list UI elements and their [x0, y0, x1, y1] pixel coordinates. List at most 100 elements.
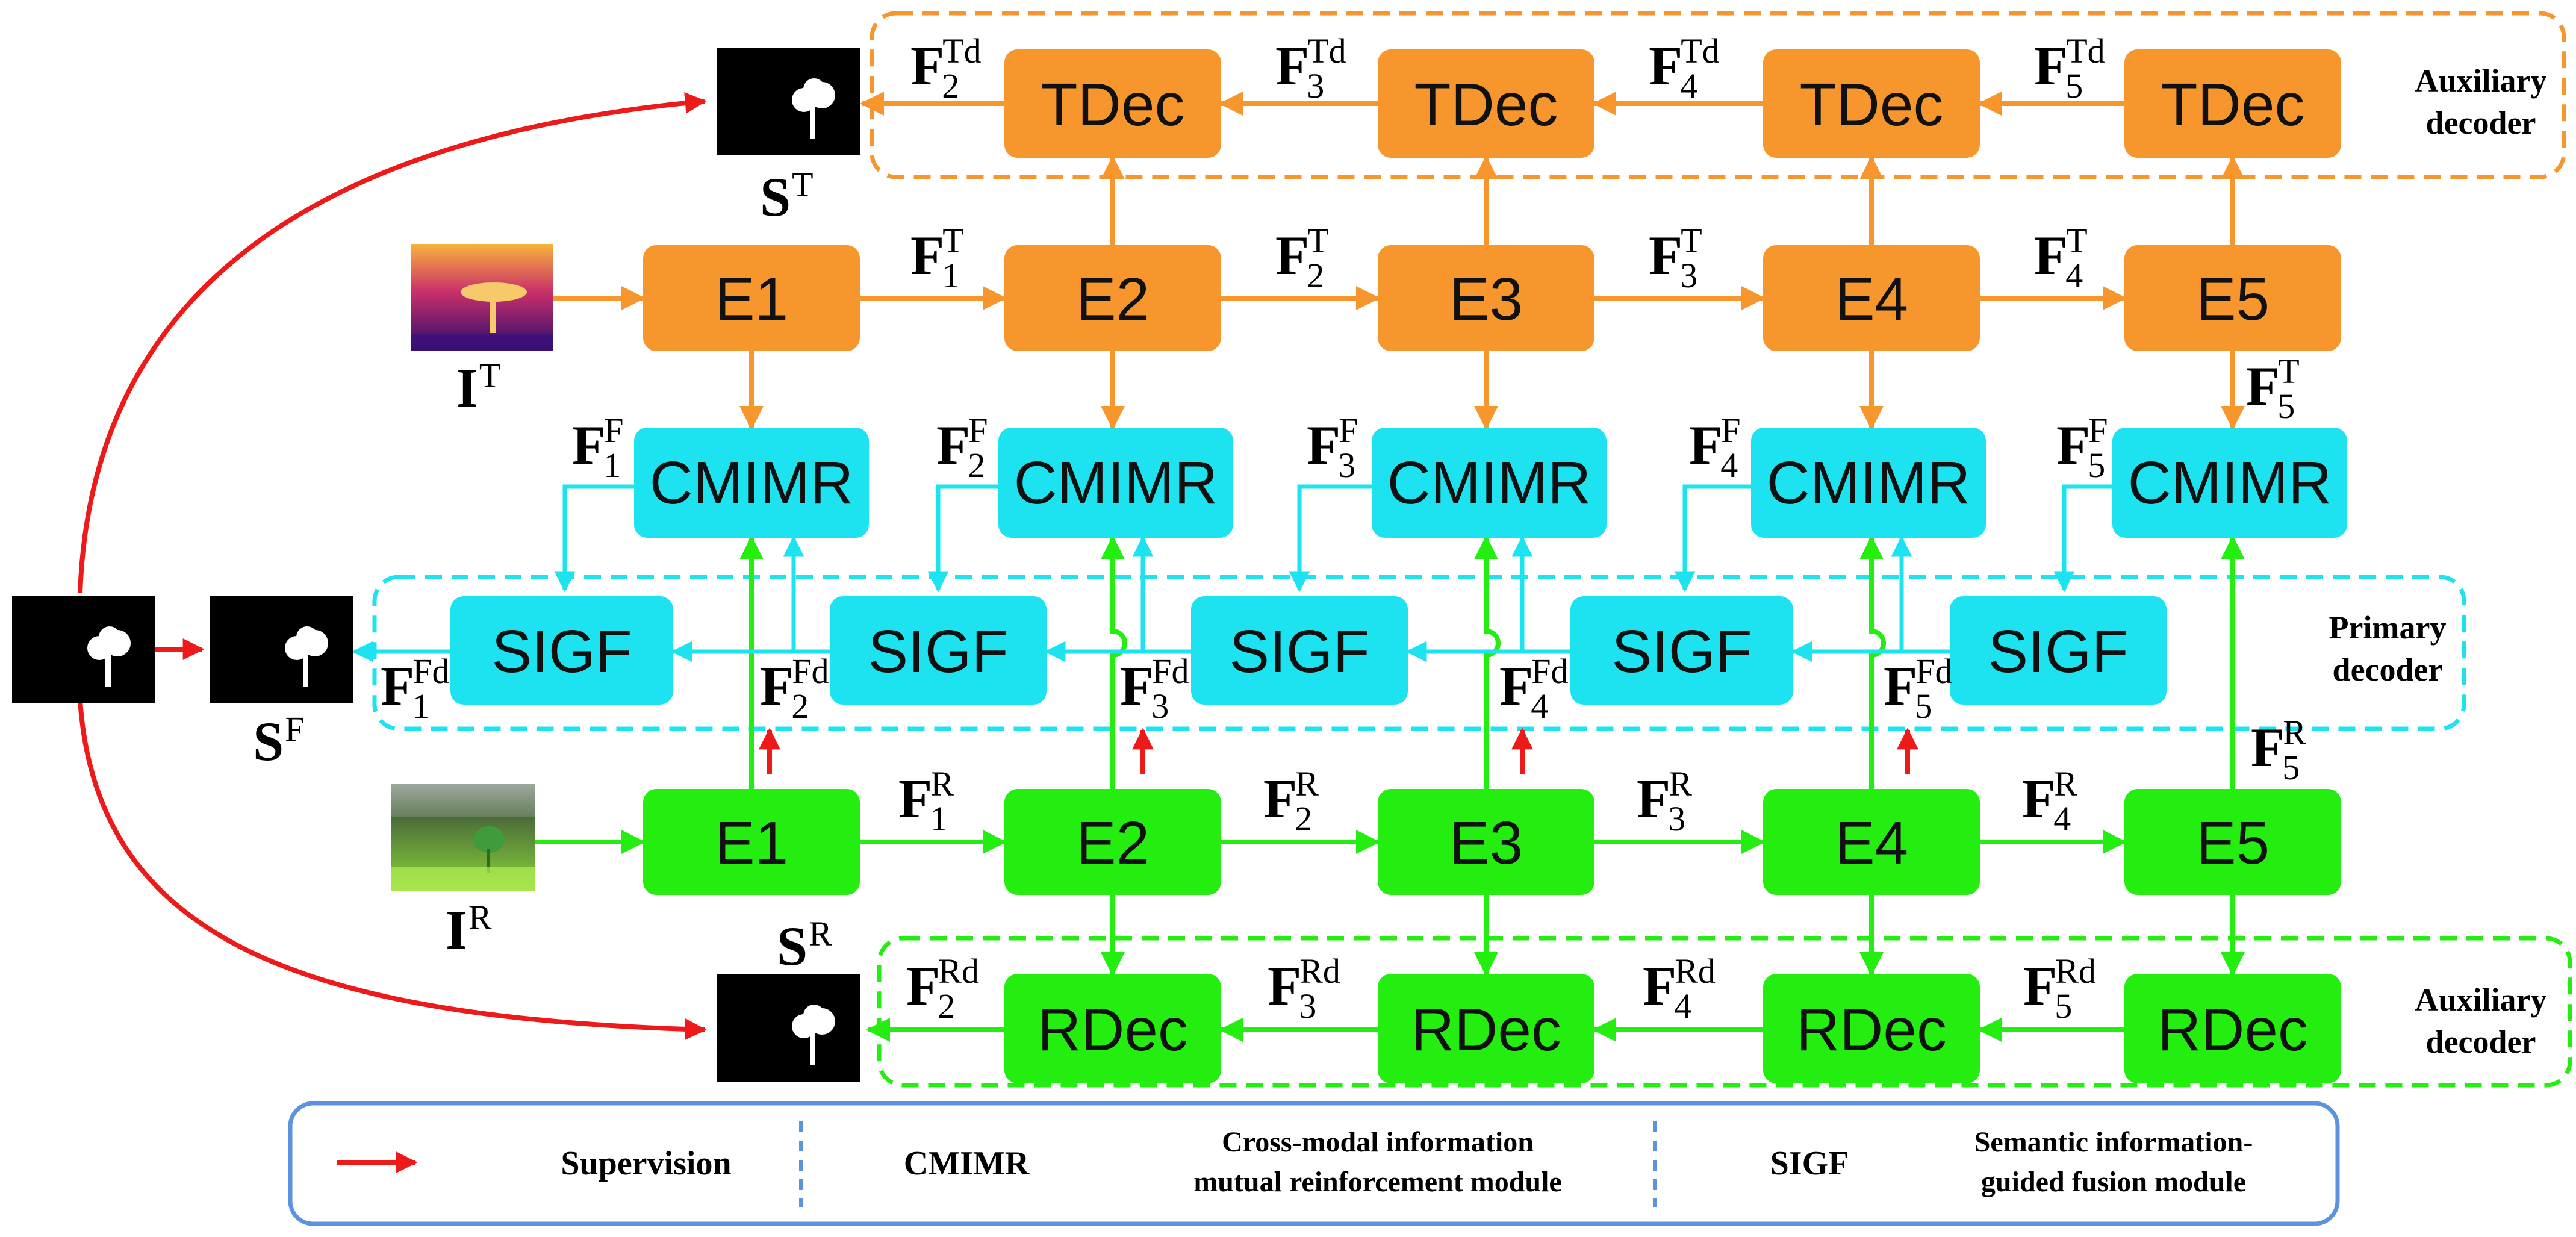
thermal-image	[411, 244, 553, 351]
rdec-2	[1004, 974, 1221, 1083]
legend-sigf-desc-1: Semantic information-	[1974, 1126, 2253, 1158]
thermal-e1-label: E1	[715, 266, 788, 333]
label-f4t: F4T	[2034, 221, 2088, 295]
label-sr: SR	[777, 914, 832, 977]
rdec-4	[1763, 974, 1980, 1083]
rgb-e1-label: E1	[715, 809, 788, 877]
label-f5t: F5T	[2246, 352, 2300, 426]
cmimr-3-label: CMIMR	[1387, 449, 1591, 517]
tdec-2-label: TDec	[1041, 71, 1185, 139]
cmimr-1	[634, 428, 869, 538]
label-f1r: F1R	[898, 764, 954, 838]
thermal-e3-label: E3	[1449, 266, 1523, 333]
sigf-2	[830, 596, 1047, 705]
thermal-e1	[643, 245, 860, 351]
tdec-3-label: TDec	[1414, 71, 1558, 139]
auxiliary-decoder-bottom-region: Auxiliary decoder	[877, 936, 2572, 1088]
label-f3rd: F3Rd	[1268, 952, 1340, 1026]
label-f5td: F5Td	[2034, 31, 2105, 105]
rdec-5-label: RDec	[2158, 996, 2308, 1064]
label-f3t: F3T	[1649, 221, 1702, 295]
cmimr-2	[998, 428, 1233, 538]
thermal-e5	[2124, 245, 2341, 351]
sigf-4-label: SIGF	[1611, 618, 1752, 685]
tdec-2	[1004, 49, 1221, 158]
supervision-arrows	[78, 92, 1918, 1041]
label-f1f: F1F	[572, 411, 623, 485]
sigf-2-label: SIGF	[868, 618, 1008, 685]
rgb-image	[391, 784, 535, 891]
cmimr-4-label: CMIMR	[1767, 449, 1971, 517]
label-f1fd: F1Fd	[381, 652, 449, 726]
tdec-4	[1763, 49, 1980, 158]
rgb-e4	[1763, 789, 1980, 895]
cmimr-1-label: CMIMR	[650, 449, 854, 517]
label-sf: SF	[253, 709, 304, 772]
saliency-map-gt	[12, 596, 155, 703]
label-f4fd: F4Fd	[1499, 652, 1568, 726]
tdec-row: TDec TDec TDec TDec	[1004, 49, 2341, 158]
rgb-e4-label: E4	[1835, 809, 1908, 877]
rgb-connections	[535, 535, 2245, 1042]
label-f2rd: F2Rd	[906, 952, 979, 1026]
aux-bot-label-1: Auxiliary	[2415, 982, 2546, 1018]
saliency-map-sT	[717, 48, 860, 155]
thermal-e4-label: E4	[1835, 266, 1908, 333]
rgb-e1	[643, 789, 860, 895]
rgb-e2-label: E2	[1076, 809, 1150, 877]
primary-label-1: Primary	[2329, 609, 2447, 646]
legend-supervision-label: Supervision	[561, 1145, 731, 1182]
rdec-4-label: RDec	[1796, 996, 1947, 1064]
label-it: IT	[456, 356, 500, 419]
label-f4td: F4Td	[1649, 31, 1720, 105]
label-f3f: F3F	[1307, 411, 1358, 485]
tdec-5-label: TDec	[2161, 71, 2305, 139]
saliency-map-sR	[717, 974, 860, 1082]
cmimr-3	[1372, 428, 1607, 538]
label-f5r: F5R	[2251, 713, 2306, 787]
rdec-5	[2124, 974, 2341, 1083]
sigf-row: SIGF SIGF SIGF SIGF SIGF	[450, 596, 2167, 705]
auxiliary-decoder-top-region: Auxiliary decoder	[870, 11, 2566, 179]
label-f2fd: F2Fd	[760, 652, 829, 726]
rgb-e5	[2124, 789, 2341, 895]
legend-sigf-label: SIGF	[1770, 1145, 1849, 1182]
label-f2r: F2R	[1263, 764, 1319, 838]
legend-cmimr-label: CMIMR	[904, 1145, 1030, 1182]
sigf-1	[450, 596, 673, 705]
tdec-5	[2124, 49, 2341, 158]
label-f3r: F3R	[1637, 764, 1692, 838]
label-f4r: F4R	[2022, 764, 2077, 838]
aux-bot-label-2: decoder	[2426, 1024, 2536, 1060]
thermal-encoder-row: E1 E2 E3 E4 E5	[643, 245, 2341, 351]
label-f5f: F5F	[2056, 411, 2108, 485]
thermal-e2-label: E2	[1076, 266, 1150, 333]
legend-cmimr-desc-1: Cross-modal information	[1222, 1126, 1534, 1158]
label-f2t: F2T	[1275, 221, 1329, 295]
thermal-e3	[1378, 245, 1594, 351]
label-f1t: F1T	[910, 221, 964, 295]
primary-label-2: decoder	[2333, 652, 2443, 688]
cmimr-row: CMIMR CMIMR CMIMR CMIMR CMIMR	[634, 428, 2347, 538]
rgb-encoder-row: E1 E2 E3 E4 E5	[643, 789, 2341, 895]
rgb-e5-label: E5	[2196, 809, 2270, 877]
label-f4f: F4F	[1689, 411, 1740, 485]
label-f3fd: F3Fd	[1120, 652, 1189, 726]
sigf-5	[1950, 596, 2167, 705]
thermal-e5-label: E5	[2196, 266, 2270, 333]
sigf-3	[1191, 596, 1408, 705]
sigf-1-label: SIGF	[491, 618, 632, 685]
cmimr-5-label: CMIMR	[2128, 449, 2332, 517]
saliency-map-sF	[210, 596, 353, 703]
label-f5fd: F5Fd	[1884, 652, 1952, 726]
aux-top-label-2: decoder	[2426, 105, 2536, 141]
rgb-e3	[1378, 789, 1594, 895]
rgb-e2	[1004, 789, 1221, 895]
sigf-4	[1570, 596, 1793, 705]
rdec-row: RDec RDec RDec RDec	[1004, 974, 2341, 1083]
feature-labels: F2Td F3Td F4Td F5Td ST F1T F2T F3T F4T F…	[253, 31, 2306, 1026]
legend-cmimr-desc-2: mutual reinforcement module	[1193, 1166, 1561, 1198]
rdec-3	[1378, 974, 1594, 1083]
primary-connections	[352, 484, 2112, 662]
